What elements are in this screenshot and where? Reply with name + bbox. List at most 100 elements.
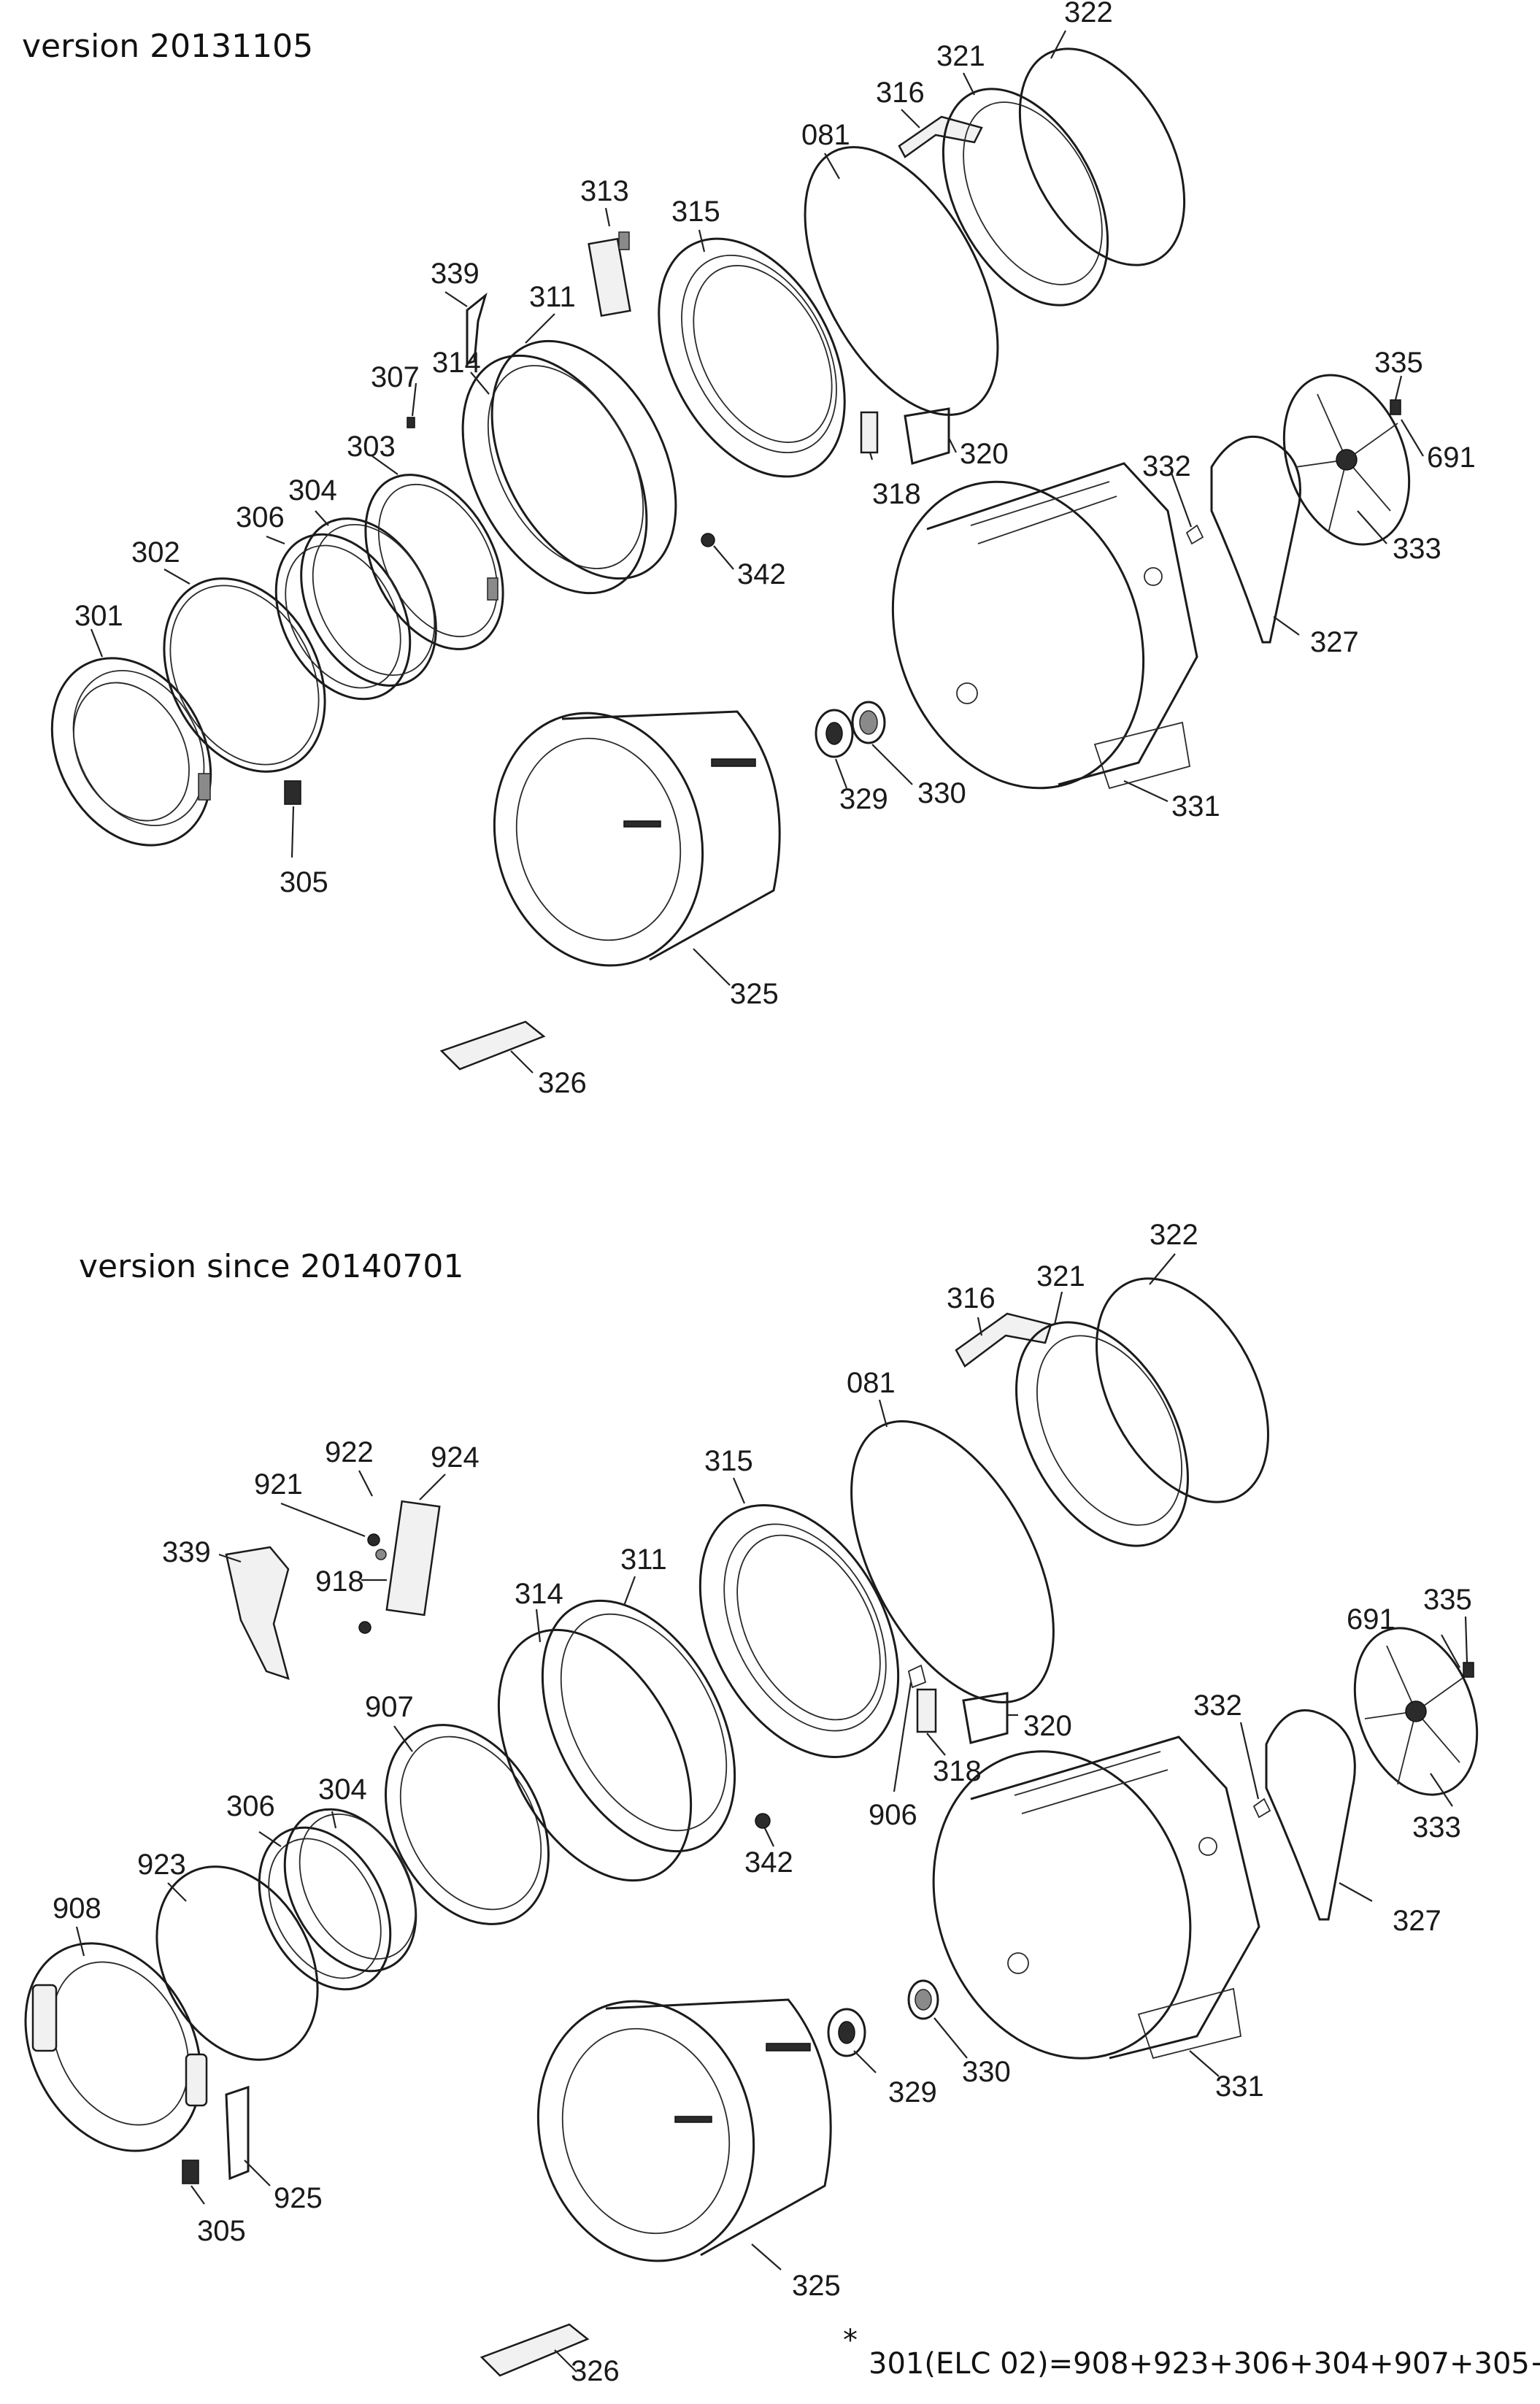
label-924: 924 [431, 1441, 480, 1473]
label-320-b: 320 [1023, 1710, 1072, 1742]
label-333-b: 333 [1412, 1811, 1461, 1844]
label-325-b: 325 [792, 2270, 841, 2302]
part-081-gasket-b [850, 1420, 1055, 1703]
label-918: 918 [315, 1565, 364, 1598]
label-921: 921 [254, 1468, 303, 1500]
label-327: 327 [1310, 626, 1359, 658]
label-314-b: 314 [515, 1578, 563, 1610]
part-325-drum [493, 710, 781, 967]
label-081-b: 081 [847, 1367, 896, 1399]
part-081-gasket [804, 146, 999, 416]
part-327-gasket [1210, 435, 1301, 644]
label-691: 691 [1427, 442, 1476, 474]
label-330-b: 330 [962, 2056, 1011, 2088]
label-330: 330 [917, 777, 966, 809]
label-335-b: 335 [1423, 1584, 1472, 1616]
label-907: 907 [365, 1691, 414, 1723]
part-333-spider-b [1353, 1627, 1479, 1796]
part-335-screw [1390, 399, 1401, 415]
label-922: 922 [325, 1436, 374, 1468]
label-318-b: 318 [933, 1755, 982, 1787]
part-335-screw-b [1463, 1662, 1474, 1678]
label-691-b: 691 [1347, 1603, 1395, 1636]
label-339: 339 [431, 258, 480, 290]
label-313: 313 [580, 175, 629, 207]
footnote-asterisk: * [843, 2324, 858, 2357]
label-301: 301 [74, 600, 123, 632]
part-326-lifter [439, 1020, 546, 1071]
label-081: 081 [801, 119, 850, 151]
label-332-b: 332 [1193, 1690, 1242, 1722]
part-339-handle [225, 1546, 290, 1680]
label-307: 307 [371, 361, 420, 393]
label-315-b: 315 [704, 1445, 753, 1477]
part-316-cover-b [955, 1312, 1052, 1368]
label-339-b: 339 [162, 1536, 211, 1568]
label-302: 302 [131, 536, 180, 569]
labels-bottom: 322 321 316 081 315 922 924 921 339 918 … [53, 1219, 1472, 2387]
label-925: 925 [274, 2182, 323, 2214]
part-342-nut [701, 533, 715, 547]
label-305: 305 [280, 866, 328, 898]
label-333: 333 [1393, 533, 1441, 565]
label-305-b: 305 [197, 2215, 246, 2247]
label-331-b: 331 [1215, 2070, 1264, 2103]
part-318-lock-b [916, 1688, 937, 1733]
part-306-ring [274, 533, 412, 701]
part-306-ring-b [258, 1826, 392, 1991]
label-304: 304 [288, 474, 337, 506]
version-title-top: version 20131105 [22, 28, 313, 65]
part-301-door-ring [50, 657, 212, 847]
label-321-b: 321 [1036, 1260, 1085, 1292]
part-342-nut-b [755, 1813, 771, 1829]
part-322-seal [1018, 47, 1186, 266]
part-325-drum-b [536, 1998, 832, 2262]
label-306: 306 [236, 501, 285, 533]
part-313-hinge [588, 231, 631, 317]
part-330-bearing-b [907, 1979, 939, 2020]
label-316-b: 316 [947, 1282, 996, 1314]
part-304-ring [300, 517, 437, 687]
part-329-seal [815, 709, 854, 758]
footnote-text: 301(ELC 02)=908+923+306+304+907+305+925 [869, 2347, 1540, 2381]
part-327-gasket-b [1265, 1709, 1356, 1921]
labels-top: 322 321 316 081 313 315 339 311 307 314 … [74, 0, 1476, 1099]
leader-lines-top [90, 30, 1424, 1074]
label-311: 311 [529, 281, 576, 313]
label-908: 908 [53, 1892, 101, 1925]
label-327-b: 327 [1393, 1905, 1441, 1937]
label-314: 314 [432, 347, 481, 379]
part-305-switch [284, 780, 301, 805]
label-320: 320 [960, 438, 1009, 470]
part-322-seal-b [1096, 1277, 1269, 1503]
part-305-switch-b [182, 2160, 199, 2184]
label-342: 342 [737, 558, 786, 590]
part-320-latch-b [962, 1692, 1009, 1744]
part-331-tub-b [932, 1735, 1260, 2060]
label-342-b: 342 [744, 1846, 793, 1879]
part-315-frame-b [698, 1504, 900, 1758]
label-332: 332 [1142, 450, 1191, 482]
part-320-latch [904, 407, 950, 465]
section-bottom: version since 20140701 [24, 1219, 1540, 2387]
label-311-b: 311 [620, 1544, 667, 1576]
part-314-311-shell [461, 339, 677, 595]
part-908-door [24, 1942, 208, 2152]
part-316-cover [898, 115, 983, 158]
label-325: 325 [730, 978, 779, 1010]
part-314-311-shell-b [497, 1599, 736, 1882]
part-330-bearing [851, 701, 886, 744]
label-303: 303 [347, 431, 396, 463]
label-306-b: 306 [226, 1790, 275, 1822]
part-321-ring [942, 88, 1109, 307]
part-318-lock [860, 411, 879, 454]
part-303-ring [364, 474, 504, 650]
label-321: 321 [936, 40, 985, 72]
leader-lines-bottom [75, 1253, 1468, 2373]
version-title-bottom: version since 20140701 [79, 1248, 463, 1285]
label-304-b: 304 [318, 1773, 367, 1806]
part-321-ring-b [1015, 1321, 1189, 1547]
label-322-b: 322 [1150, 1219, 1198, 1251]
label-329-b: 329 [888, 2076, 937, 2108]
